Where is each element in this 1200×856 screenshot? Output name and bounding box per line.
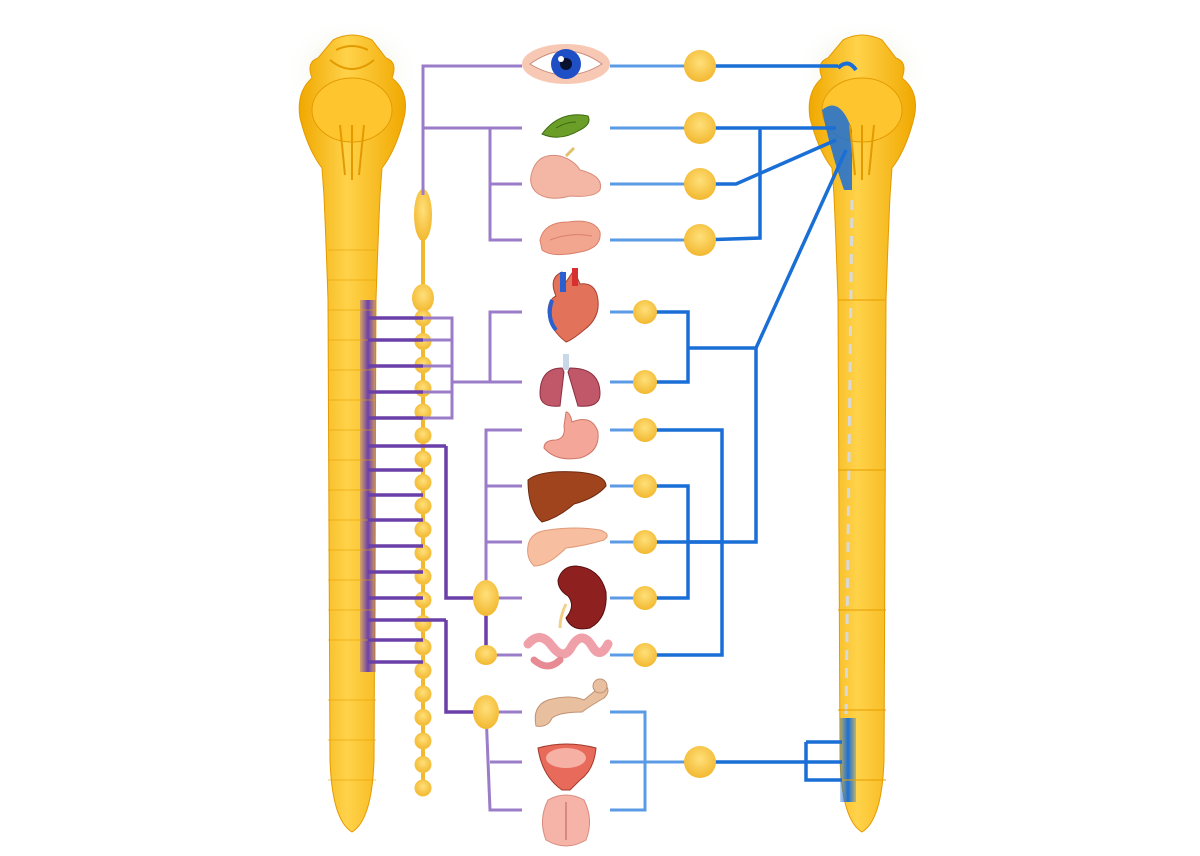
sympathetic-chain	[412, 189, 434, 795]
sympathetic-preganglionic	[368, 316, 488, 714]
intestinal-ganglion	[633, 643, 657, 667]
chain-ganglion	[414, 756, 432, 773]
right-brainstem	[808, 34, 916, 833]
submandibular-ganglion	[684, 168, 716, 200]
kidney-icon	[557, 565, 607, 630]
chain-ganglion	[414, 662, 432, 679]
chain-ganglion	[414, 615, 432, 632]
renal-ganglion	[633, 586, 657, 610]
right-sacral-outflow-band	[840, 718, 856, 802]
hepatic-ganglion	[633, 474, 657, 498]
left-spinal-cord	[284, 18, 420, 833]
pterygopalatine-ganglion	[684, 112, 716, 144]
ciliary-ganglion	[684, 50, 716, 82]
eye-icon	[522, 44, 610, 84]
genitals-icon	[542, 794, 590, 847]
right-cord-dashed-line	[844, 199, 854, 721]
chain-ganglion	[414, 497, 432, 515]
chain-ganglion	[414, 427, 432, 444]
heart-icon	[547, 268, 599, 343]
collateral-ganglia	[473, 580, 499, 729]
inferior-mesenteric-ganglion	[473, 695, 499, 729]
superior-mesenteric-ganglion	[475, 645, 497, 665]
chain-ganglion	[414, 403, 432, 421]
parasympathetic-ganglia	[633, 50, 716, 778]
gland-icon	[530, 146, 602, 199]
chain-ganglion	[414, 709, 432, 726]
chain-ganglion	[414, 591, 432, 609]
chain-ganglion	[414, 450, 432, 468]
pulmonary-ganglion	[633, 370, 657, 394]
right-spinal-cord	[794, 18, 930, 833]
parasympathetic-preganglionic	[645, 64, 848, 782]
celiac-ganglion	[473, 580, 499, 616]
pelvic-ganglion	[684, 746, 716, 778]
pancreatic-ganglion	[633, 530, 657, 554]
cardiac-ganglion	[633, 300, 657, 324]
chain-ganglion	[414, 380, 432, 397]
gland-icon	[541, 114, 590, 138]
lungs-icon	[539, 354, 601, 407]
sympathetic-postganglionic	[421, 64, 522, 812]
chain-ganglion	[414, 474, 432, 491]
pancreas-icon	[527, 527, 608, 567]
left-brainstem	[298, 34, 406, 833]
otic-ganglion	[684, 224, 716, 256]
cervical-ganglion	[412, 284, 434, 312]
chain-ganglion	[414, 732, 432, 750]
colon-icon	[534, 678, 609, 727]
chain-ganglia	[414, 309, 432, 797]
superior-cervical-ganglion	[414, 189, 432, 241]
gastric-ganglion	[633, 418, 657, 442]
chain-ganglion	[414, 779, 432, 797]
left-sympathetic-outflow-band	[360, 300, 376, 672]
chain-ganglion	[414, 521, 432, 538]
bladder-icon	[537, 743, 597, 791]
intestine-icon	[523, 633, 613, 670]
gland-icon	[539, 220, 601, 256]
chain-ganglion	[414, 685, 432, 703]
stomach-icon	[543, 411, 599, 460]
organs	[522, 44, 613, 847]
liver-icon	[527, 471, 607, 523]
